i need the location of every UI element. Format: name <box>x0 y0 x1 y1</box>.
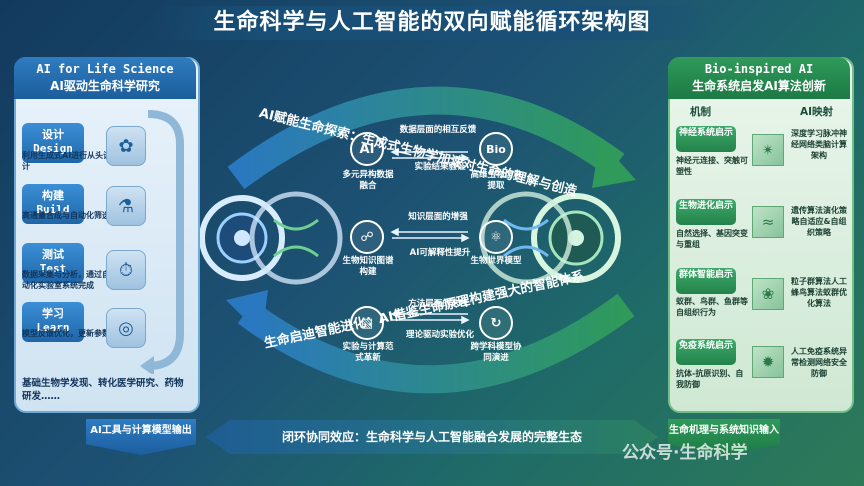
right-panel-header: Bio-inspired AI 生命系统启发AI算法创新 <box>668 57 850 99</box>
top-arc-arrowhead <box>592 140 636 188</box>
mech-swarm-desc: 蚁群、鸟群、鱼群等自组织行为 <box>676 297 748 317</box>
target-icon: ◎ <box>106 308 146 348</box>
atom-icon: ⚛ <box>479 220 513 254</box>
mech-swarm: 群体智能启示 <box>676 268 736 294</box>
ai-tool-output: AI工具与计算模型输出 <box>86 419 196 455</box>
dna-icon: ✿ <box>106 126 146 166</box>
right-title-cn: 生命系统启发AI算法创新 <box>692 79 826 93</box>
flask-icon: ⚗ <box>106 186 146 226</box>
mech-evolution: 生物进化启示 <box>676 199 736 225</box>
row-middle: 理论驱动实验优化 <box>405 330 474 340</box>
right-title-en: Bio-inspired AI <box>704 62 814 76</box>
network-icon: ☍ <box>350 220 384 254</box>
map-swarm: 粒子群算法人工蜂鸟算法蚁群优化算法 <box>791 277 847 308</box>
map-evolution: 遗传算法演化策略自适应&自组织策略 <box>791 206 847 237</box>
virus-icon: ✹ <box>752 346 784 378</box>
row-left-text: 多元异构数据融合 <box>342 170 394 191</box>
bottom-banner <box>206 420 658 454</box>
step-test-desc: 数据采集与分析，通过自动化实验室系统完成 <box>22 270 110 290</box>
left-loop-arrow <box>140 110 184 374</box>
row-left-text: 实验与计算范式革新 <box>342 342 394 363</box>
bio-icon: Bio <box>479 132 513 166</box>
left-title-cn: AI驱动生命科学研究 <box>50 79 160 93</box>
map-neural: 深度学习脉冲神经网络类脑计算架构 <box>791 129 847 160</box>
watermark: 公众号·生命科学 <box>622 443 748 463</box>
left-title-en: AI for Life Science <box>36 62 174 76</box>
col-mapping: AI映射 <box>800 106 834 118</box>
ai-icon: AI <box>350 132 384 166</box>
step-learn-desc: 模型反馈优化，更新参数 <box>22 329 110 338</box>
swarm-icon: ❀ <box>752 278 784 310</box>
center-cycle-graphic <box>199 86 636 394</box>
step-design-desc: 利用生成式AI进行从头设计 <box>22 151 112 171</box>
flow-icon: ↻ <box>479 306 513 340</box>
title-bar <box>150 6 714 40</box>
monitor-icon: ▧ <box>350 306 384 340</box>
row-right-text: 生物世界模型 <box>470 256 522 266</box>
mech-evolution-desc: 自然选择、基因突变与重组 <box>676 229 748 249</box>
mech-neural: 神经系统启示 <box>676 126 736 152</box>
helix-icon: ≈ <box>752 206 784 238</box>
row-left-text: 生物知识图谱构建 <box>342 256 394 277</box>
map-immune: 人工免疫系统异常检测网络安全防御 <box>791 347 847 378</box>
bottom-arc-arrowhead <box>226 290 268 336</box>
step-build-desc: 高通量合成与自动化筛选 <box>22 211 110 220</box>
top-arc <box>227 86 625 190</box>
neuron-icon: ✴ <box>752 134 784 166</box>
mech-immune-desc: 抗体-抗原识别、自我防御 <box>676 369 744 389</box>
mech-neural-desc: 神经元连接、突触可塑性 <box>676 156 748 176</box>
row-header: 方法层面的迭代 <box>408 299 468 309</box>
page-title: 生命科学与人工智能的双向赋能循环架构图 <box>213 10 651 35</box>
row-header: 数据层面的相互反馈 <box>399 125 477 135</box>
row-right-text: 跨学科模型协同演进 <box>470 342 522 363</box>
left-dna-ring <box>249 191 343 285</box>
bottom-banner-text: 闭环协同效应：生命科学与人工智能融合发展的完整生态 <box>281 430 582 444</box>
left-footer: 基础生物学发现、转化医学研究、药物研发…… <box>22 378 184 402</box>
col-mechanism: 机制 <box>690 106 711 118</box>
left-gear-icon <box>199 195 285 281</box>
left-panel-header: AI for Life Science AI驱动生命科学研究 <box>14 57 196 99</box>
row-middle: 实验结果验证 <box>414 162 466 172</box>
row-header: 知识层面的增强 <box>408 212 468 222</box>
left-panel <box>14 57 200 413</box>
timer-icon: ⏱ <box>106 250 146 290</box>
bottom-arc <box>237 293 635 394</box>
mech-immune: 免疫系统启示 <box>676 339 736 365</box>
row-middle: AI可解释性提升 <box>409 248 471 258</box>
row-right-text: 高维生物信息提取 <box>470 170 522 191</box>
